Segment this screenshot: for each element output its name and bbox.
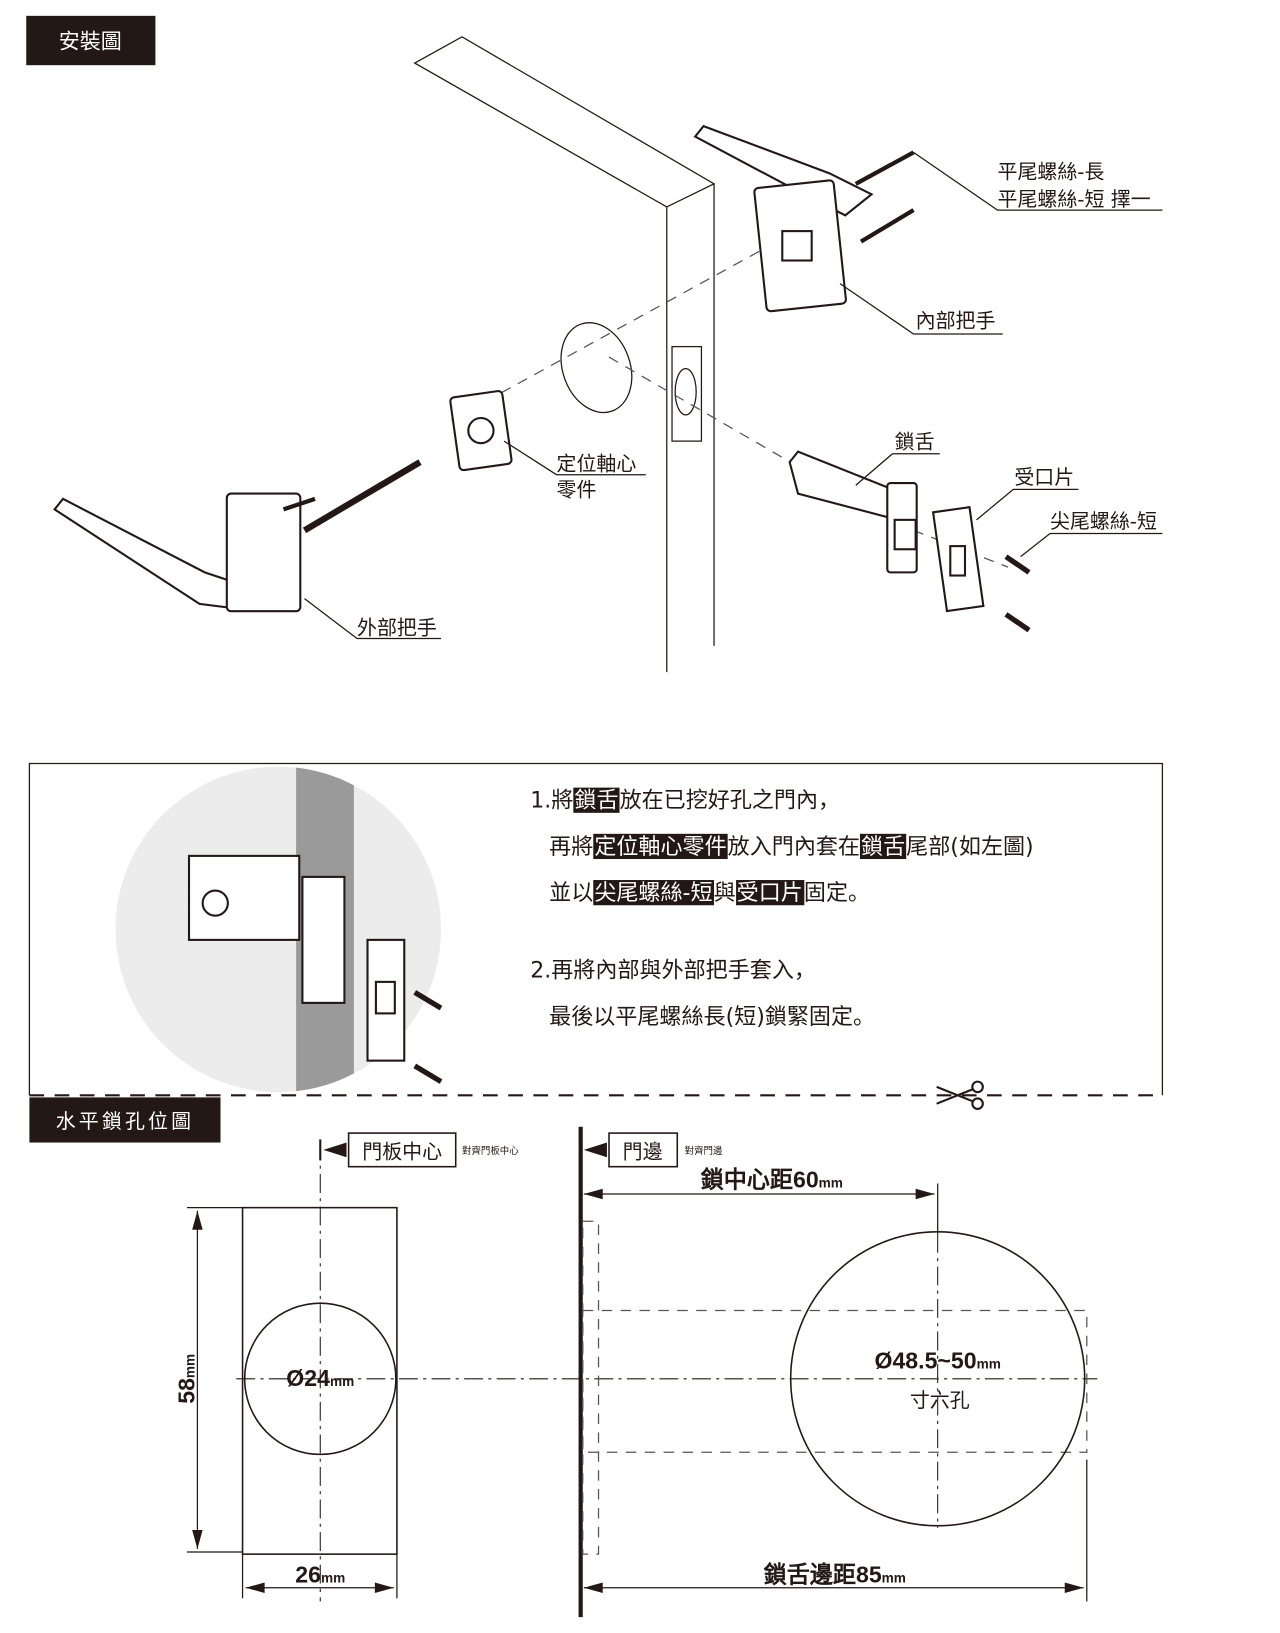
step-1-line-3: 並以尖尾螺絲-短與受口片固定。 (549, 880, 871, 906)
svg-text:尖尾螺絲-短: 尖尾螺絲-短 (1050, 509, 1157, 533)
svg-text:水平鎖孔位圖: 水平鎖孔位圖 (56, 1109, 195, 1133)
assembly-axes (451, 241, 1009, 568)
backset-dimension: 鎖中心距60mm (701, 1167, 843, 1193)
step-2-line-1: 2.再將內部與外部把手套入， (530, 957, 816, 983)
latch-depth-dimension: 鎖舌邊距85mm (764, 1562, 906, 1588)
svg-text:對齊門板中心: 對齊門板中心 (462, 1145, 519, 1157)
spindle-part (449, 390, 513, 472)
svg-text:對齊門邊: 對齊門邊 (685, 1145, 723, 1157)
label-flat-screws: 平尾螺絲-長 平尾螺絲-短 擇一 (913, 151, 1163, 211)
latch-mortise (671, 345, 703, 442)
scissors-icon (936, 1080, 984, 1110)
step-1-line-1: 1.將鎖舌放在已挖好孔之門內， (530, 787, 841, 813)
template-title: 水平鎖孔位圖 (29, 1097, 221, 1143)
svg-text:平尾螺絲-短 擇一: 平尾螺絲-短 擇一 (998, 187, 1151, 211)
label-inner-handle: 內部把手 (839, 283, 1003, 335)
title-text: 安裝圖 (59, 29, 122, 53)
edge-template: 門板中心 對齊門板中心 門邊 對齊門邊 鎖中心距60mm Ø24mm Ø48.5… (173, 1126, 1098, 1618)
svg-text:零件: 零件 (557, 478, 597, 502)
outer-handle (53, 459, 422, 613)
instructions: 1.將鎖舌放在已挖好孔之門內， 再將定位軸心零件放入門內套在鎖舌尾部(如左圖) … (530, 777, 1150, 1040)
door (413, 36, 716, 673)
svg-text:門邊: 門邊 (623, 1139, 663, 1163)
svg-text:受口片: 受口片 (1014, 465, 1074, 489)
label-spindle-part: 定位軸心 零件 (503, 440, 646, 502)
latch (788, 450, 918, 574)
detail-illustration (115, 766, 442, 1093)
svg-text:內部把手: 內部把手 (916, 309, 996, 333)
strike-plate (931, 506, 985, 613)
width-dimension: 26mm (295, 1562, 345, 1588)
bore-hole (560, 322, 633, 414)
step-2-line-2: 最後以平尾螺絲長(短)鎖緊固定。 (549, 1003, 876, 1030)
svg-text:平尾螺絲-長: 平尾螺絲-長 (998, 160, 1105, 184)
big-hole-dimension: Ø48.5~50mm (875, 1347, 1001, 1373)
svg-text:鎖舌: 鎖舌 (895, 429, 935, 453)
step-box: 1.將鎖舌放在已挖好孔之門內， 再將定位軸心零件放入門內套在鎖舌尾部(如左圖) … (28, 762, 1164, 1110)
label-latch: 鎖舌 (855, 429, 940, 486)
svg-text:門板中心: 門板中心 (362, 1139, 442, 1163)
label-pointed-screw: 尖尾螺絲-短 (1020, 509, 1163, 558)
label-strike-plate: 受口片 (976, 465, 1079, 521)
height-dimension: 58mm (173, 1354, 199, 1404)
inner-handle (693, 124, 915, 313)
title-badge: 安裝圖 (26, 15, 156, 66)
label-outer-handle: 外部把手 (304, 598, 442, 639)
svg-text:外部把手: 外部把手 (357, 615, 437, 639)
pointed-screws (1004, 554, 1031, 633)
step-1-line-2: 再將定位軸心零件放入門內套在鎖舌尾部(如左圖) (549, 833, 1034, 860)
small-hole-dimension: Ø24mm (286, 1365, 354, 1391)
svg-text:定位軸心: 定位軸心 (557, 452, 637, 476)
big-hole-name: 寸六孔 (910, 1388, 970, 1412)
